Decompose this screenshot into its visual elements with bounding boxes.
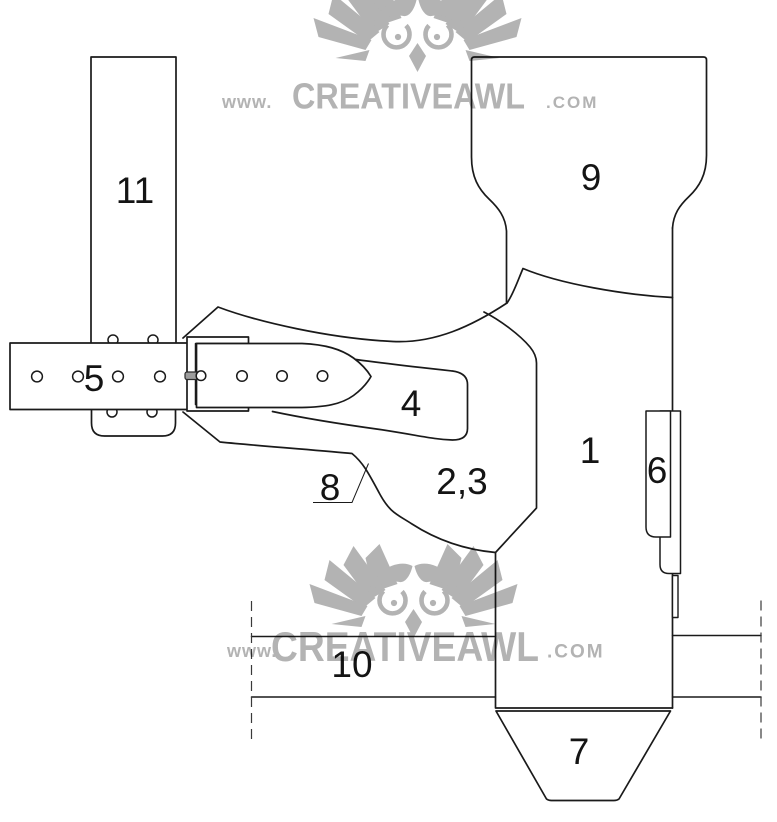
watermark-www: www. — [221, 92, 272, 112]
piece-8-label: 8 — [320, 467, 341, 508]
piece-11-label: 11 — [116, 170, 154, 211]
tongue-hole — [235, 369, 249, 383]
piece-6-front-layer — [645, 410, 672, 538]
piece-number-labels: 11 5 4 2,3 8 1 6 9 10 7 — [84, 157, 668, 772]
piece-2-3-label: 2,3 — [436, 461, 487, 502]
watermark-brand: CREATIVEAWL — [292, 76, 525, 117]
piece-4-outline — [271, 358, 469, 441]
piece-1-top-curve — [506, 267, 674, 304]
belt-hole — [153, 370, 167, 383]
piece-4-label: 4 — [401, 383, 422, 424]
yoke-top-edge — [182, 302, 508, 343]
tongue-hole — [316, 369, 329, 383]
piece-1-left-edge — [483, 311, 674, 709]
watermark-www: www. — [226, 641, 277, 661]
buckle-prong — [184, 370, 207, 382]
piece-6-strap — [645, 410, 682, 619]
piece-1-label: 1 — [580, 430, 601, 471]
tongue-hole — [275, 369, 289, 383]
piece-5-label: 5 — [84, 358, 105, 399]
piece-7-outline — [495, 710, 672, 802]
belt-tongue — [195, 342, 372, 409]
piece-11-outline — [90, 56, 177, 346]
watermark-brand: CREATIVEAWL — [271, 623, 539, 670]
watermark-bottom: www. CREATIVEAWL .COM — [226, 544, 605, 670]
piece-6-label: 6 — [647, 450, 668, 491]
belt-hole — [111, 370, 125, 383]
watermark-top: www. CREATIVEAWL .COM — [221, 0, 598, 117]
piece-10-edges — [250, 634, 762, 698]
yoke-bottom-edge — [182, 411, 497, 554]
belt-hole — [30, 370, 44, 383]
piece-1-body — [483, 267, 674, 709]
watermark-com: .COM — [547, 642, 605, 663]
piece-6-tail — [671, 574, 679, 619]
piece-2-3-yoke — [182, 302, 508, 554]
piece-7-label: 7 — [569, 731, 590, 772]
label-8-leader-line — [313, 463, 369, 503]
piece-10-strap — [250, 600, 762, 740]
prong-tip — [195, 370, 207, 382]
piece-9-label: 9 — [581, 157, 602, 198]
piece-10-label: 10 — [331, 644, 372, 685]
piece-5-belt — [9, 342, 189, 411]
belt-hole — [71, 370, 85, 383]
watermark-com: .COM — [546, 93, 598, 112]
